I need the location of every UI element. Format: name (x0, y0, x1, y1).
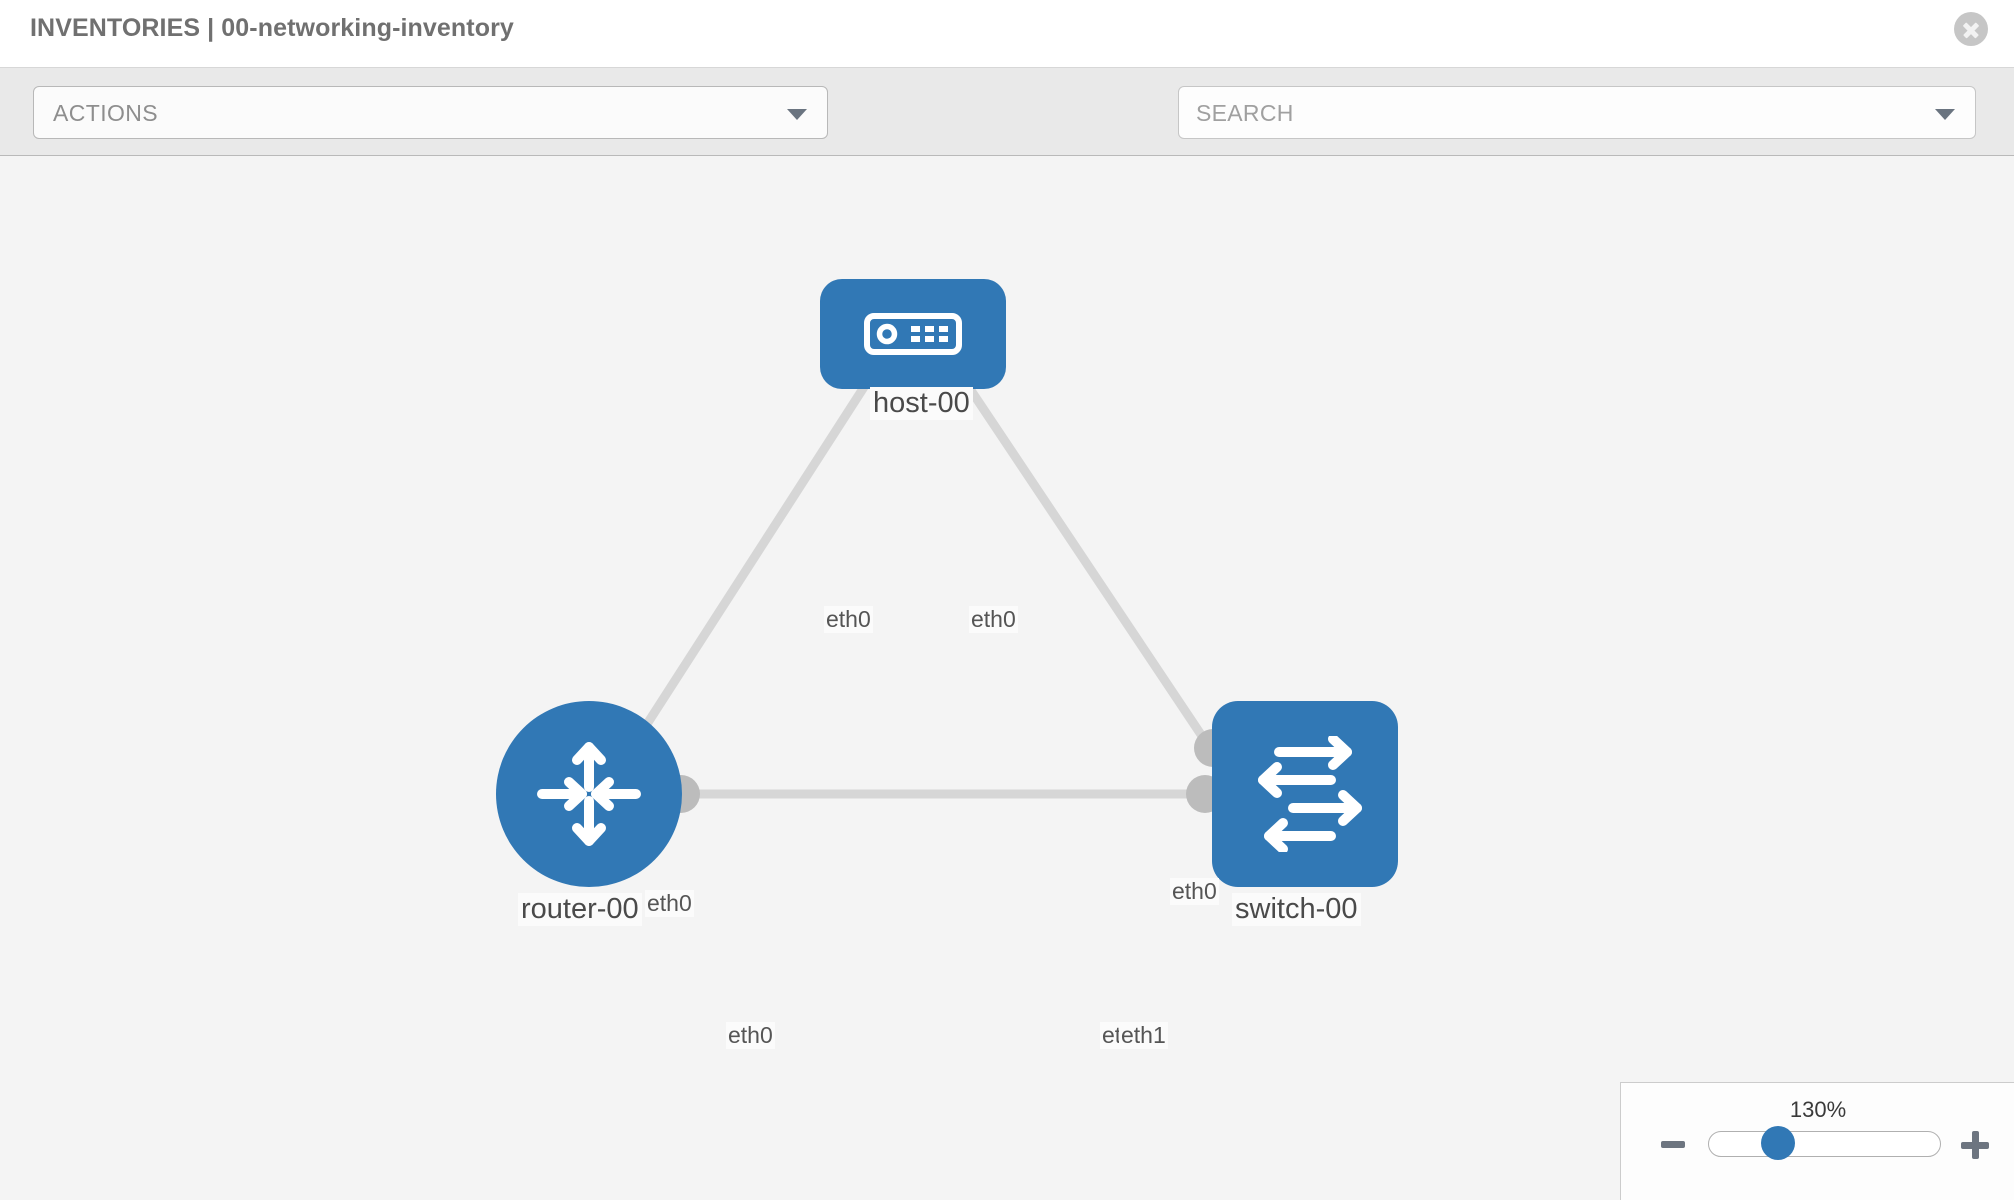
edge-label-switch-uplink: eth0 (1170, 878, 1219, 905)
node-host-00-label: host-00 (870, 387, 973, 420)
close-icon[interactable] (1954, 12, 1988, 46)
switch-arrows-icon (1258, 736, 1362, 852)
page-header: INVENTORIES | 00-networking-inventory (0, 0, 2014, 68)
router-arrows-icon (537, 742, 641, 846)
topology-toolbar: ACTIONS SEARCH (0, 68, 2014, 191)
edge-label-switch-left: eth1 (1119, 1022, 1168, 1049)
zoom-slider-thumb[interactable] (1761, 1126, 1795, 1160)
link-host-router (616, 353, 888, 769)
edge-label-host-right: eth0 (969, 606, 1018, 633)
topology-canvas[interactable]: host-00 route (0, 156, 2014, 1200)
edge-label-router-uplink: eth0 (645, 890, 694, 917)
page-title: INVENTORIES | 00-networking-inventory (30, 14, 514, 42)
topology-links (616, 353, 1226, 799)
edge-label-host-left: eth0 (824, 606, 873, 633)
actions-dropdown[interactable]: ACTIONS (33, 86, 828, 139)
zoom-control-panel: 130% (1620, 1082, 2014, 1200)
node-switch-00-shape (1212, 701, 1398, 887)
search-input[interactable]: SEARCH (1178, 86, 1976, 139)
node-host-00-shape (820, 279, 1006, 389)
node-switch-00-label: switch-00 (1232, 893, 1361, 926)
search-chevron-down-icon (1935, 109, 1955, 120)
server-icon (864, 313, 962, 355)
actions-dropdown-label: ACTIONS (53, 100, 159, 126)
node-router-00[interactable]: router-00 (496, 701, 700, 926)
zoom-slider-track[interactable] (1708, 1131, 1941, 1157)
node-router-00-shape (496, 701, 682, 887)
zoom-level-label: 130% (1789, 1097, 1847, 1122)
chevron-down-icon (787, 109, 807, 120)
node-switch-00[interactable]: switch-00 (1186, 701, 1398, 926)
edge-label-router-right: eth0 (726, 1022, 775, 1049)
link-host-switch (944, 353, 1226, 769)
zoom-out-button[interactable] (1661, 1141, 1685, 1148)
node-host-00[interactable]: host-00 (820, 279, 1006, 420)
node-router-00-label: router-00 (518, 893, 642, 926)
zoom-in-button[interactable] (1961, 1131, 1989, 1159)
search-input-placeholder: SEARCH (1196, 100, 1294, 126)
